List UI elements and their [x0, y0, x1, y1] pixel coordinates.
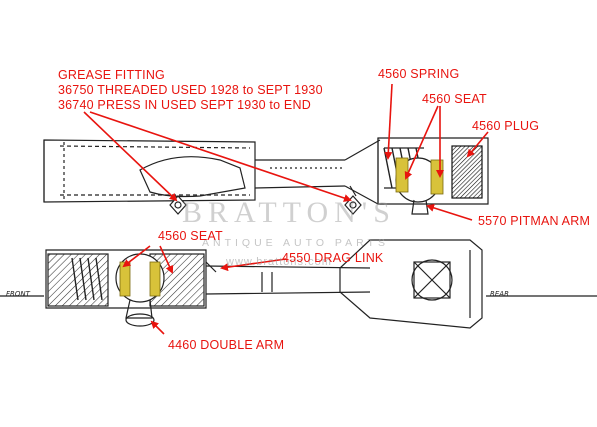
watermark-url: www.brattons.com [226, 256, 332, 268]
arrow-grease-left [83, 111, 178, 202]
arrow-grease-right [89, 111, 352, 202]
arrow-plug [466, 131, 489, 158]
arrow-pitman-arm [426, 204, 473, 221]
threaded-fitting-label: 36750 THREADED USED 1928 to SEPT 1930 [58, 83, 323, 97]
grease-fitting-label: GREASE FITTING [58, 68, 165, 82]
front-label: FRONT [6, 290, 30, 298]
rear-label: REAR [490, 290, 509, 298]
callout-arrows [83, 83, 489, 335]
arrow-drag-link [220, 258, 287, 272]
upper-seat-highlight [395, 157, 409, 193]
watermark-name: BRATTON'S [182, 196, 396, 229]
arrow-seat-upper-a [404, 105, 439, 180]
arrow-seat-lower-b [159, 245, 174, 274]
plug-label: 4560 PLUG [472, 119, 540, 133]
pitman-arm-label: 5570 PITMAN ARM [478, 214, 591, 228]
seat-upper-label: 4560 SEAT [422, 92, 487, 106]
lower-seat-highlight-2 [149, 261, 161, 297]
lower-seat-highlight [119, 261, 131, 297]
watermark-tagline: ANTIQUE AUTO PARTS [202, 237, 389, 249]
spring-label: 4560 SPRING [378, 67, 460, 81]
seat-lower-label: 4560 SEAT [158, 229, 223, 243]
double-arm-label: 4460 DOUBLE ARM [168, 338, 285, 352]
arrow-seat-lower-a [122, 245, 151, 268]
drag-link-label: 4550 DRAG LINK [282, 251, 384, 265]
arrow-double-arm [150, 320, 165, 335]
arrow-spring [384, 83, 393, 160]
press-in-fitting-label: 36740 PRESS IN USED SEPT 1930 to END [58, 98, 311, 112]
upper-seat-highlight-2 [430, 159, 444, 195]
